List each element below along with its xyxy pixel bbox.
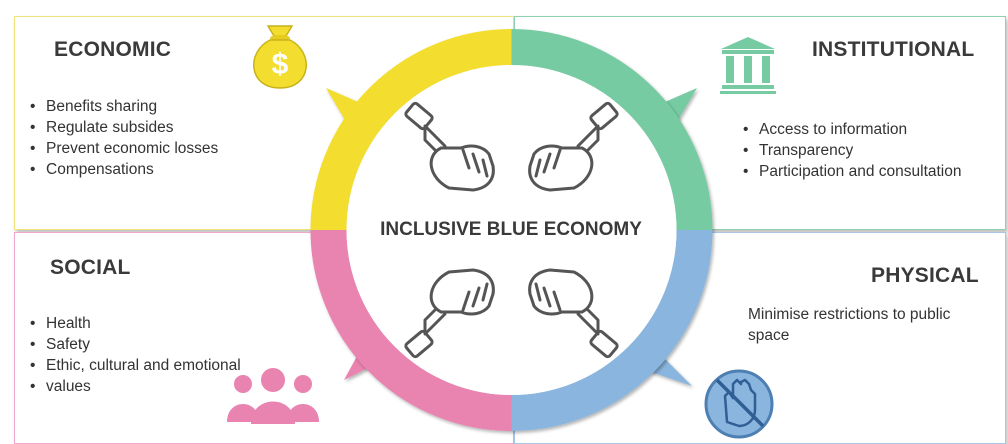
institutional-title: INSTITUTIONAL <box>812 38 975 61</box>
list-item: Ethic, cultural and emotional <box>30 355 241 376</box>
fist-bottom-left-icon <box>404 268 495 359</box>
list-item: Regulate subsides <box>30 117 218 138</box>
social-title: SOCIAL <box>50 256 131 279</box>
fist-top-right-icon <box>528 101 619 192</box>
ring-economic <box>310 29 512 231</box>
svg-text:$: $ <box>272 48 289 81</box>
center-title: INCLUSIVE BLUE ECONOMY <box>380 219 642 240</box>
ring-physical <box>511 229 713 431</box>
fist-bottom-right-icon <box>528 268 619 359</box>
physical-text-line: Minimise restrictions to public <box>748 306 951 323</box>
list-item: Benefits sharing <box>30 96 218 117</box>
people-group-icon <box>227 368 319 424</box>
list-item: Access to information <box>743 119 962 140</box>
list-item: Safety <box>30 334 241 355</box>
list-item: values <box>30 376 241 397</box>
institutional-list: Access to information Transparency Parti… <box>743 119 962 182</box>
list-item: Compensations <box>30 159 218 180</box>
physical-text: Minimise restrictions to public space <box>748 304 998 346</box>
economic-title: ECONOMIC <box>54 38 172 61</box>
institution-building-icon <box>720 37 776 94</box>
list-item: Prevent economic losses <box>30 138 218 159</box>
fist-top-left-icon <box>404 101 495 192</box>
list-item: Transparency <box>743 140 962 161</box>
ring-inner <box>346 65 677 395</box>
list-item: Participation and consultation <box>743 161 962 182</box>
money-bag-dollar-icon: $ <box>253 25 307 89</box>
physical-title: PHYSICAL <box>871 264 979 287</box>
physical-text-line: space <box>748 327 790 344</box>
economic-list: Benefits sharing Regulate subsides Preve… <box>30 96 218 180</box>
social-list: Health Safety Ethic, cultural and emotio… <box>30 313 241 397</box>
list-item: Health <box>30 313 241 334</box>
no-hand-icon <box>704 369 774 439</box>
ring-social <box>310 229 512 431</box>
ring-institutional <box>511 29 713 231</box>
